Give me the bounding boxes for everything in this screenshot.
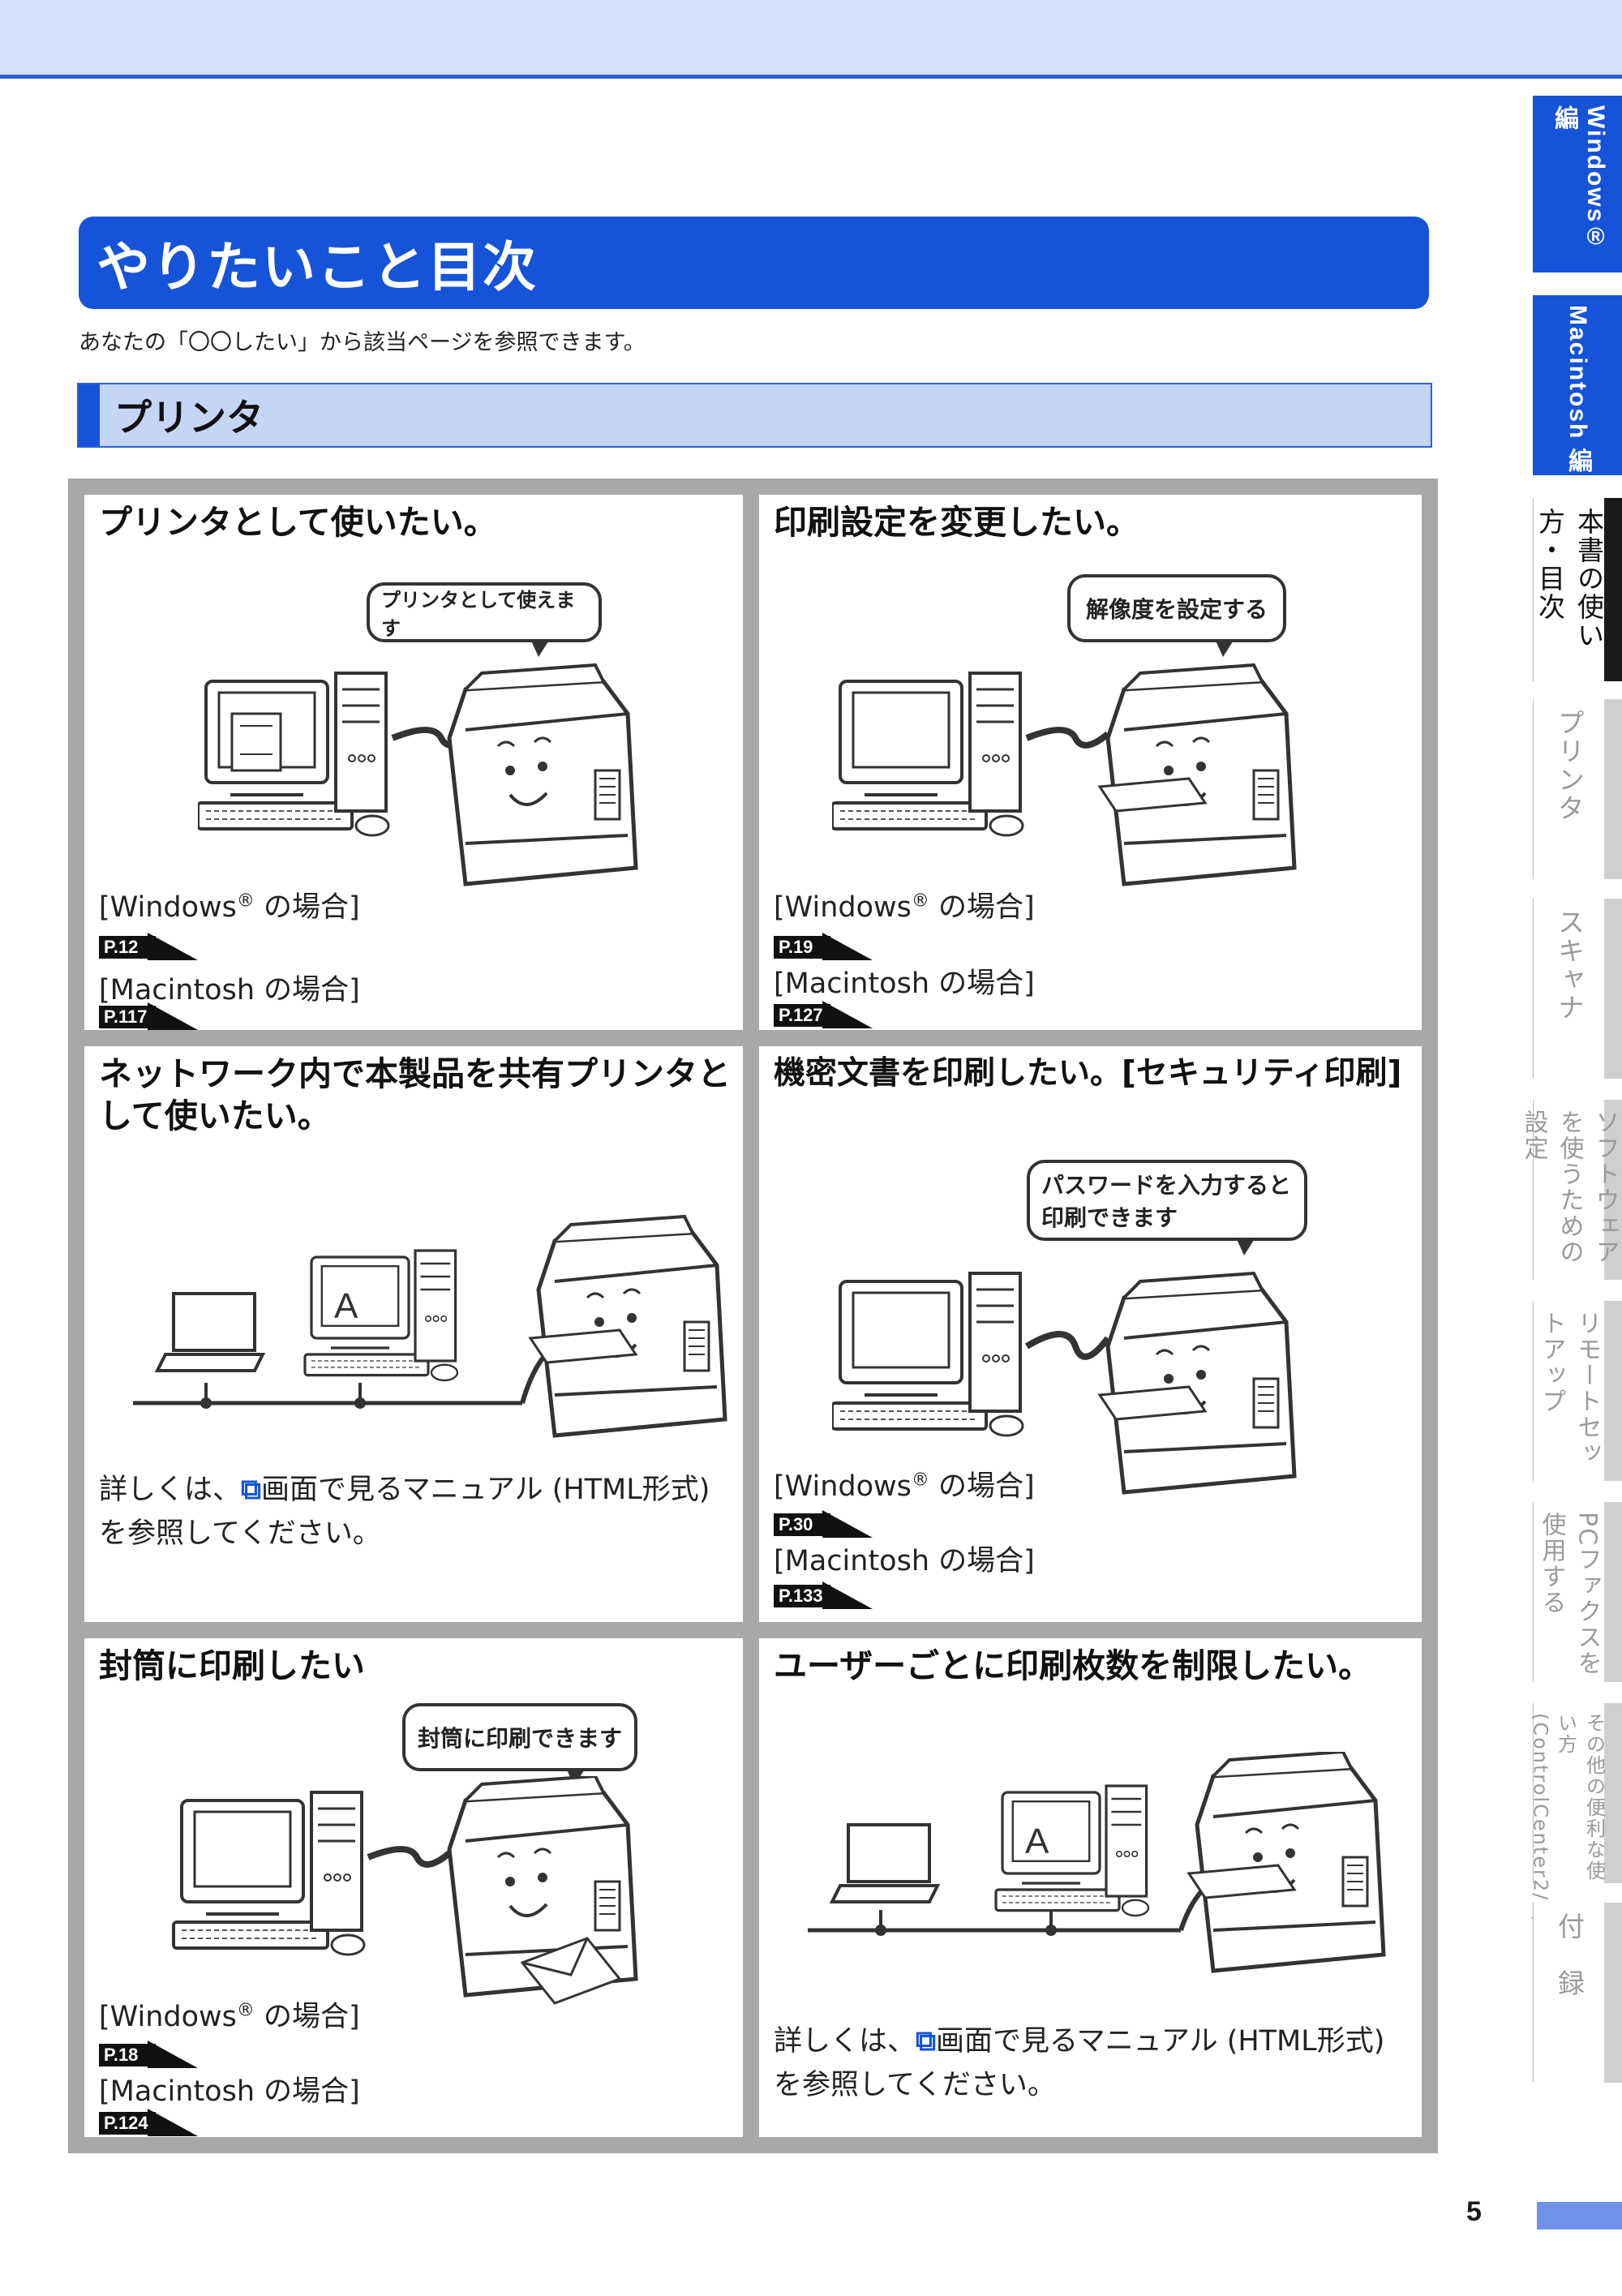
page-title-bar: やりたいこと目次 — [79, 217, 1429, 309]
svg-text:A: A — [1025, 1822, 1049, 1861]
printer-illustration — [172, 1776, 668, 2005]
detail-text: 詳しくは、⧉画面で見るマニュアル (HTML形式) を参照してください。 — [99, 1468, 732, 1556]
speech-bubble: パスワードを入力すると 印刷できます — [1027, 1160, 1307, 1255]
tab-pc-fax[interactable]: PCファクスを使用する — [1533, 1502, 1622, 1682]
tab-macintosh[interactable]: Macintosh 編 — [1533, 295, 1622, 475]
windows-label: [Windows® の場合] — [99, 891, 360, 924]
speech-bubble: 封筒に印刷できます — [402, 1703, 637, 1786]
printer-illustration — [198, 657, 652, 892]
topic-title: プリンタとして使いたい。 — [99, 503, 497, 542]
macintosh-label: [Macintosh の場合] — [99, 2075, 360, 2108]
page-title: やりたいこと目次 — [97, 236, 538, 298]
macintosh-label: [Macintosh の場合] — [774, 1545, 1035, 1577]
section-header: プリンタ — [77, 383, 1432, 448]
topic-title: ネットワーク内で本製品を共有プリンタとして使いたい。 — [99, 1054, 731, 1135]
printer-illustration — [832, 657, 1319, 892]
tab-software-settings[interactable]: ソフトウェアを使うための設定 — [1520, 1100, 1622, 1280]
macintosh-page-ref[interactable]: P.117 — [99, 1002, 198, 1030]
windows-page-ref[interactable]: P.19 — [774, 933, 873, 960]
detail-text: 詳しくは、⧉画面で見るマニュアル (HTML形式) を参照してください。 — [774, 2019, 1410, 2107]
macintosh-page-ref[interactable]: P.124 — [99, 2109, 198, 2136]
tab-other-features[interactable]: その他の便利な使い方(ControlCenter2/3) — [1530, 1703, 1622, 1925]
windows-page-ref[interactable]: P.30 — [774, 1510, 873, 1538]
topic-cell-printer-use: プリンタとして使いたい。 プリンタとして使えます [Windows® の場合] … — [84, 495, 743, 1030]
topic-title: 機密文書を印刷したい。[セキュリティ印刷] — [774, 1055, 1402, 1092]
topic-cell-print-limit: ユーザーごとに印刷枚数を制限したい。 A 詳しくは、⧉画面で見るマニュアル (H… — [759, 1638, 1422, 2137]
top-band — [0, 0, 1622, 79]
topic-title: 封筒に印刷したい — [99, 1646, 365, 1685]
help-manual-icon: ⧉ — [241, 1474, 262, 1506]
speech-bubble: 解像度を設定する — [1067, 574, 1286, 657]
page-number: 5 — [1466, 2196, 1482, 2227]
svg-text:A: A — [334, 1286, 358, 1326]
windows-label: [Windows® の場合] — [99, 2000, 360, 2033]
network-illustration: A — [808, 1752, 1408, 1995]
network-illustration: A — [133, 1200, 733, 1460]
macintosh-page-ref[interactable]: P.133 — [774, 1581, 873, 1609]
topic-cell-shared-printer: ネットワーク内で本製品を共有プリンタとして使いたい。 A 詳しくは、⧉画面で見る… — [84, 1046, 743, 1622]
windows-label: [Windows® の場合] — [774, 1470, 1035, 1503]
section-title: プリンタ — [114, 396, 264, 440]
macintosh-label: [Macintosh の場合] — [774, 968, 1035, 1000]
printer-illustration — [832, 1257, 1319, 1500]
macintosh-page-ref[interactable]: P.127 — [774, 1001, 873, 1028]
topic-cell-envelope: 封筒に印刷したい 封筒に印刷できます [Windows® の場合] P.18 [… — [84, 1638, 743, 2137]
section-marker — [79, 384, 100, 446]
topic-cell-secure-print: 機密文書を印刷したい。[セキュリティ印刷] パスワードを入力すると 印刷できます… — [759, 1046, 1422, 1622]
help-manual-icon: ⧉ — [916, 2025, 937, 2058]
page-number-bar — [1537, 2202, 1622, 2229]
page-subtitle: あなたの「〇〇したい」から該当ページを参照できます。 — [79, 330, 646, 355]
tab-printer[interactable]: プリンタ — [1533, 699, 1622, 879]
topic-grid: プリンタとして使いたい。 プリンタとして使えます [Windows® の場合] … — [68, 479, 1438, 2153]
windows-page-ref[interactable]: P.18 — [99, 2041, 198, 2068]
windows-page-ref[interactable]: P.12 — [99, 933, 198, 960]
windows-label: [Windows® の場合] — [774, 891, 1035, 924]
topic-cell-print-settings: 印刷設定を変更したい。 解像度を設定する [Windows® の場合] P.19… — [759, 495, 1422, 1030]
tab-appendix[interactable]: 付 録 — [1533, 1903, 1622, 2083]
tab-windows[interactable]: Windows®編 — [1533, 96, 1622, 273]
tab-scanner[interactable]: スキャナ — [1533, 899, 1622, 1079]
macintosh-label: [Macintosh の場合] — [99, 974, 360, 1006]
speech-bubble: プリンタとして使えます — [367, 582, 602, 657]
topic-title: 印刷設定を変更したい。 — [774, 503, 1139, 542]
tab-remote-setup[interactable]: リモートセットアップ — [1533, 1301, 1622, 1481]
topic-title: ユーザーごとに印刷枚数を制限したい。 — [774, 1646, 1372, 1685]
tab-how-to-use[interactable]: 本書の使い方・目次 — [1533, 498, 1622, 681]
